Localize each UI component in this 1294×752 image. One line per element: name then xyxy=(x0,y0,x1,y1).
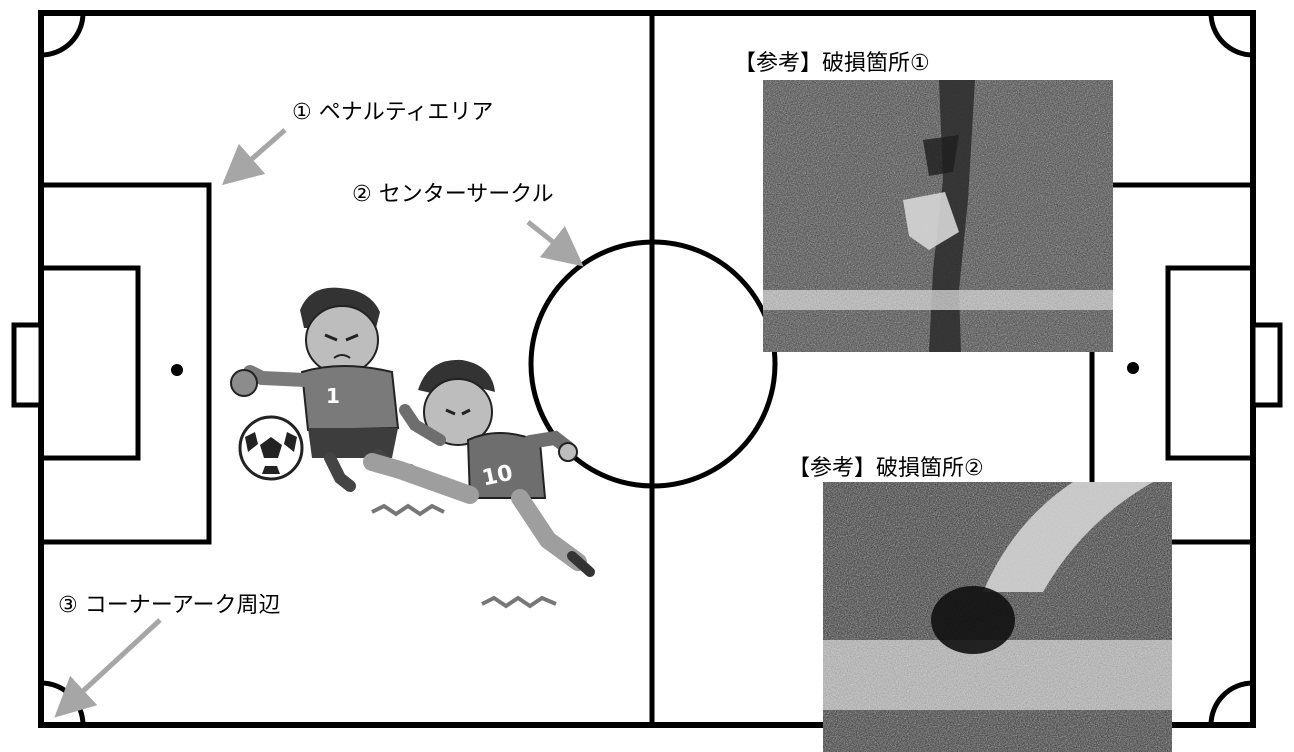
reference-photo-caption-1: 【参考】破損箇所① xyxy=(734,51,930,76)
soccer-players-illustration: 1 10 xyxy=(230,287,595,609)
left-penalty-area xyxy=(38,182,212,545)
arrow-corner-arc xyxy=(54,618,162,718)
right-penalty-spot xyxy=(1127,362,1139,374)
reference-photo-damage-1 xyxy=(763,80,1113,352)
penalty-area-label: ① ペナルティエリア xyxy=(292,100,494,125)
corner-arc-top-left xyxy=(40,12,86,58)
reference-photo-caption-2: 【参考】破損箇所② xyxy=(788,456,984,481)
player-one-number: 1 xyxy=(326,384,340,408)
player-one-figure: 1 xyxy=(230,287,416,492)
corner-arc-bottom-right xyxy=(1208,680,1254,726)
left-goal xyxy=(11,322,44,408)
corner-arc-bottom-left xyxy=(40,680,86,726)
reference-photo-damage-2 xyxy=(823,482,1172,752)
right-goal xyxy=(1250,322,1283,408)
left-penalty-spot xyxy=(171,364,183,376)
left-goal-area xyxy=(38,265,141,461)
corner-arc-label: ③ コーナーアーク周辺 xyxy=(58,593,281,618)
center-circle xyxy=(528,239,778,489)
center-circle-label: ② センターサークル xyxy=(352,182,554,207)
arrow-penalty-area xyxy=(221,128,287,186)
player-ten-number: 10 xyxy=(480,461,515,492)
arrow-center-circle xyxy=(526,220,584,267)
soccer-ball xyxy=(238,415,304,481)
motion-marks-left xyxy=(371,503,445,517)
player-ten-figure: 10 xyxy=(363,359,595,577)
right-goal-area xyxy=(1165,265,1256,461)
corner-arc-top-right xyxy=(1208,12,1254,58)
motion-marks-right xyxy=(481,595,557,609)
